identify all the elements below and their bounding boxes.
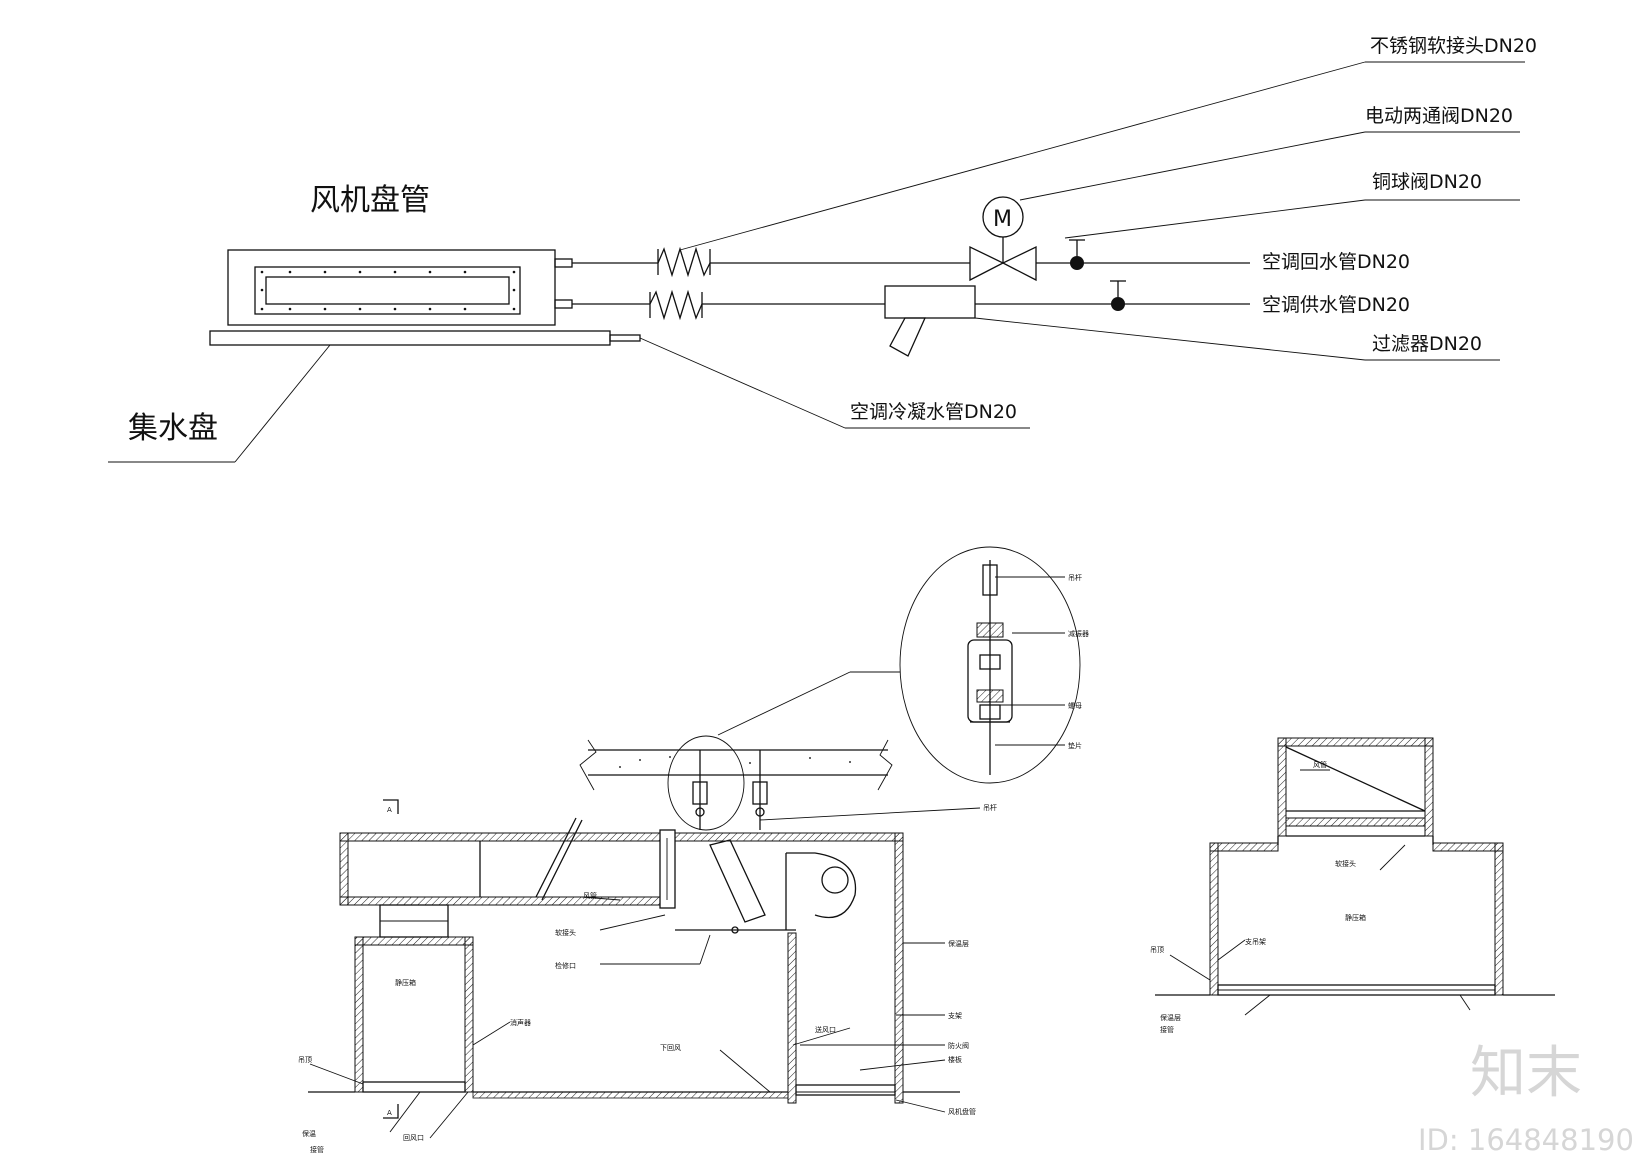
fan-coil-piping-diagram: 风机盘管 (108, 35, 1537, 463)
leader-lines-left (309, 671, 981, 1139)
fan-coil-title: 风机盘管 (310, 183, 430, 218)
drain-pan (209, 330, 611, 346)
label-return-pipe: 空调回水管DN20 (1262, 251, 1410, 273)
svg-text:螺母: 螺母 (1068, 701, 1082, 710)
fan-coil-box (674, 832, 904, 1104)
callout-labels-left: 风管 软接头 检修口 吊杆 保温层 支架 防火阀 楼板 风机盘管 送风口 下回风… (298, 803, 997, 1154)
svg-text:保温: 保温 (302, 1129, 316, 1138)
label-condensate-pipe: 空调冷凝水管DN20 (850, 401, 1017, 423)
flexible-connector (659, 829, 676, 909)
svg-text:支架: 支架 (948, 1011, 962, 1020)
leader-lines (108, 61, 1525, 463)
svg-text:静压箱: 静压箱 (1345, 913, 1366, 922)
svg-text:吊顶: 吊顶 (298, 1056, 312, 1064)
callout-labels-right: 风管 软接头 静压箱 支吊架 吊顶 保温层 接管 (1150, 760, 1366, 1034)
svg-text:楼板: 楼板 (948, 1055, 962, 1064)
watermark-id: ID: 164848190 (1418, 1123, 1634, 1157)
svg-text:防火阀: 防火阀 (948, 1041, 969, 1050)
motor-actuator-icon (982, 196, 1024, 238)
hanger-detail: 吊杆 减振器 螺母 垫片 (899, 546, 1089, 784)
svg-text:保温层: 保温层 (1160, 1013, 1181, 1022)
section-diagram-left: 静压箱 A A (298, 546, 1089, 1154)
svg-text:风管: 风管 (583, 891, 597, 900)
leader-lines-right (1169, 769, 1471, 1016)
svg-text:吊杆: 吊杆 (983, 803, 997, 812)
svg-text:回风口: 回风口 (403, 1134, 424, 1142)
section-marks: A A (383, 799, 399, 1119)
svg-text:接管: 接管 (310, 1145, 324, 1154)
section-diagram-right: 风管 软接头 静压箱 支吊架 吊顶 保温层 接管 (1150, 737, 1555, 1034)
floor-line (308, 1091, 960, 1099)
svg-text:送风口: 送风口 (815, 1025, 836, 1034)
svg-text:风管: 风管 (1313, 760, 1327, 769)
motor-symbol: M (993, 207, 1012, 232)
svg-text:接管: 接管 (1160, 1025, 1174, 1034)
watermark-logo: 知末 (1470, 1041, 1582, 1106)
label-supply-pipe: 空调供水管DN20 (1262, 294, 1410, 316)
label-ball-valve: 铜球阀DN20 (1372, 171, 1482, 193)
supply-pipe (572, 280, 1250, 357)
ball-valve-icon-2 (1111, 297, 1125, 311)
svg-text:吊顶: 吊顶 (1150, 946, 1164, 954)
svg-text:吊杆: 吊杆 (1068, 573, 1082, 582)
label-filter: 过滤器DN20 (1372, 333, 1482, 355)
ceiling-slab (579, 739, 893, 791)
svg-text:检修口: 检修口 (555, 961, 576, 970)
label-flex-joint: 不锈钢软接头DN20 (1370, 35, 1537, 57)
duct-upper (339, 817, 676, 909)
svg-text:保温层: 保温层 (948, 939, 969, 948)
svg-text:A: A (387, 806, 392, 814)
plenum-left-label: 静压箱 (395, 978, 416, 987)
plenum-box-left: 静压箱 (354, 904, 474, 1093)
svg-text:下回风: 下回风 (660, 1044, 681, 1052)
hanger-rods (667, 735, 768, 831)
svg-text:垫片: 垫片 (1068, 741, 1082, 750)
fan-coil-unit (209, 249, 641, 346)
svg-text:消声器: 消声器 (510, 1018, 531, 1027)
svg-text:A: A (387, 1109, 392, 1117)
svg-text:软接头: 软接头 (555, 928, 576, 937)
label-drain-pan: 集水盘 (128, 411, 218, 446)
duct-top-right (1277, 737, 1434, 845)
plenum-box-right (1155, 842, 1555, 996)
svg-text:支吊架: 支吊架 (1245, 937, 1266, 946)
svg-text:风机盘管: 风机盘管 (948, 1107, 976, 1116)
label-two-way-valve: 电动两通阀DN20 (1365, 105, 1513, 127)
watermark: 知末 ID: 164848190 (1418, 1041, 1634, 1157)
return-pipe: M (572, 196, 1250, 282)
filter-icon (884, 285, 976, 319)
svg-text:减振器: 减振器 (1068, 629, 1089, 638)
ball-valve-icon (1070, 256, 1084, 270)
svg-text:软接头: 软接头 (1335, 859, 1356, 868)
